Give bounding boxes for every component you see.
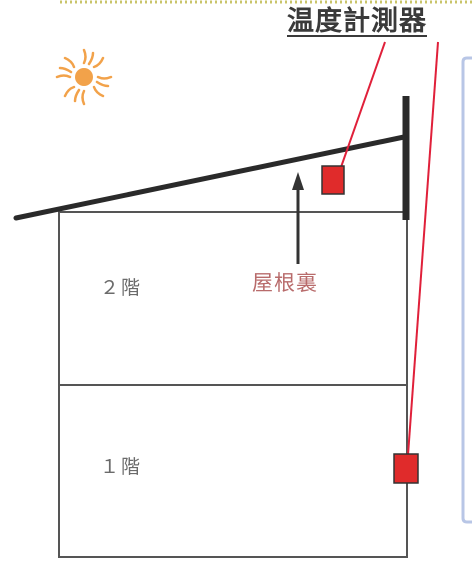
floor1-label: １階 xyxy=(100,456,143,478)
diagram-title: 温度計測器 xyxy=(287,6,427,37)
floor2-label: ２階 xyxy=(100,277,143,299)
attic-label: 屋根裏 xyxy=(252,271,318,295)
leader-line-floor1 xyxy=(407,41,439,456)
roof-line xyxy=(13,134,407,221)
attic-arrow-head xyxy=(292,172,304,190)
leader-line-attic xyxy=(339,41,386,171)
sun-icon xyxy=(55,48,113,106)
floor1-sensor xyxy=(393,453,419,484)
side-frame xyxy=(461,56,472,524)
attic-sensor xyxy=(321,165,345,195)
